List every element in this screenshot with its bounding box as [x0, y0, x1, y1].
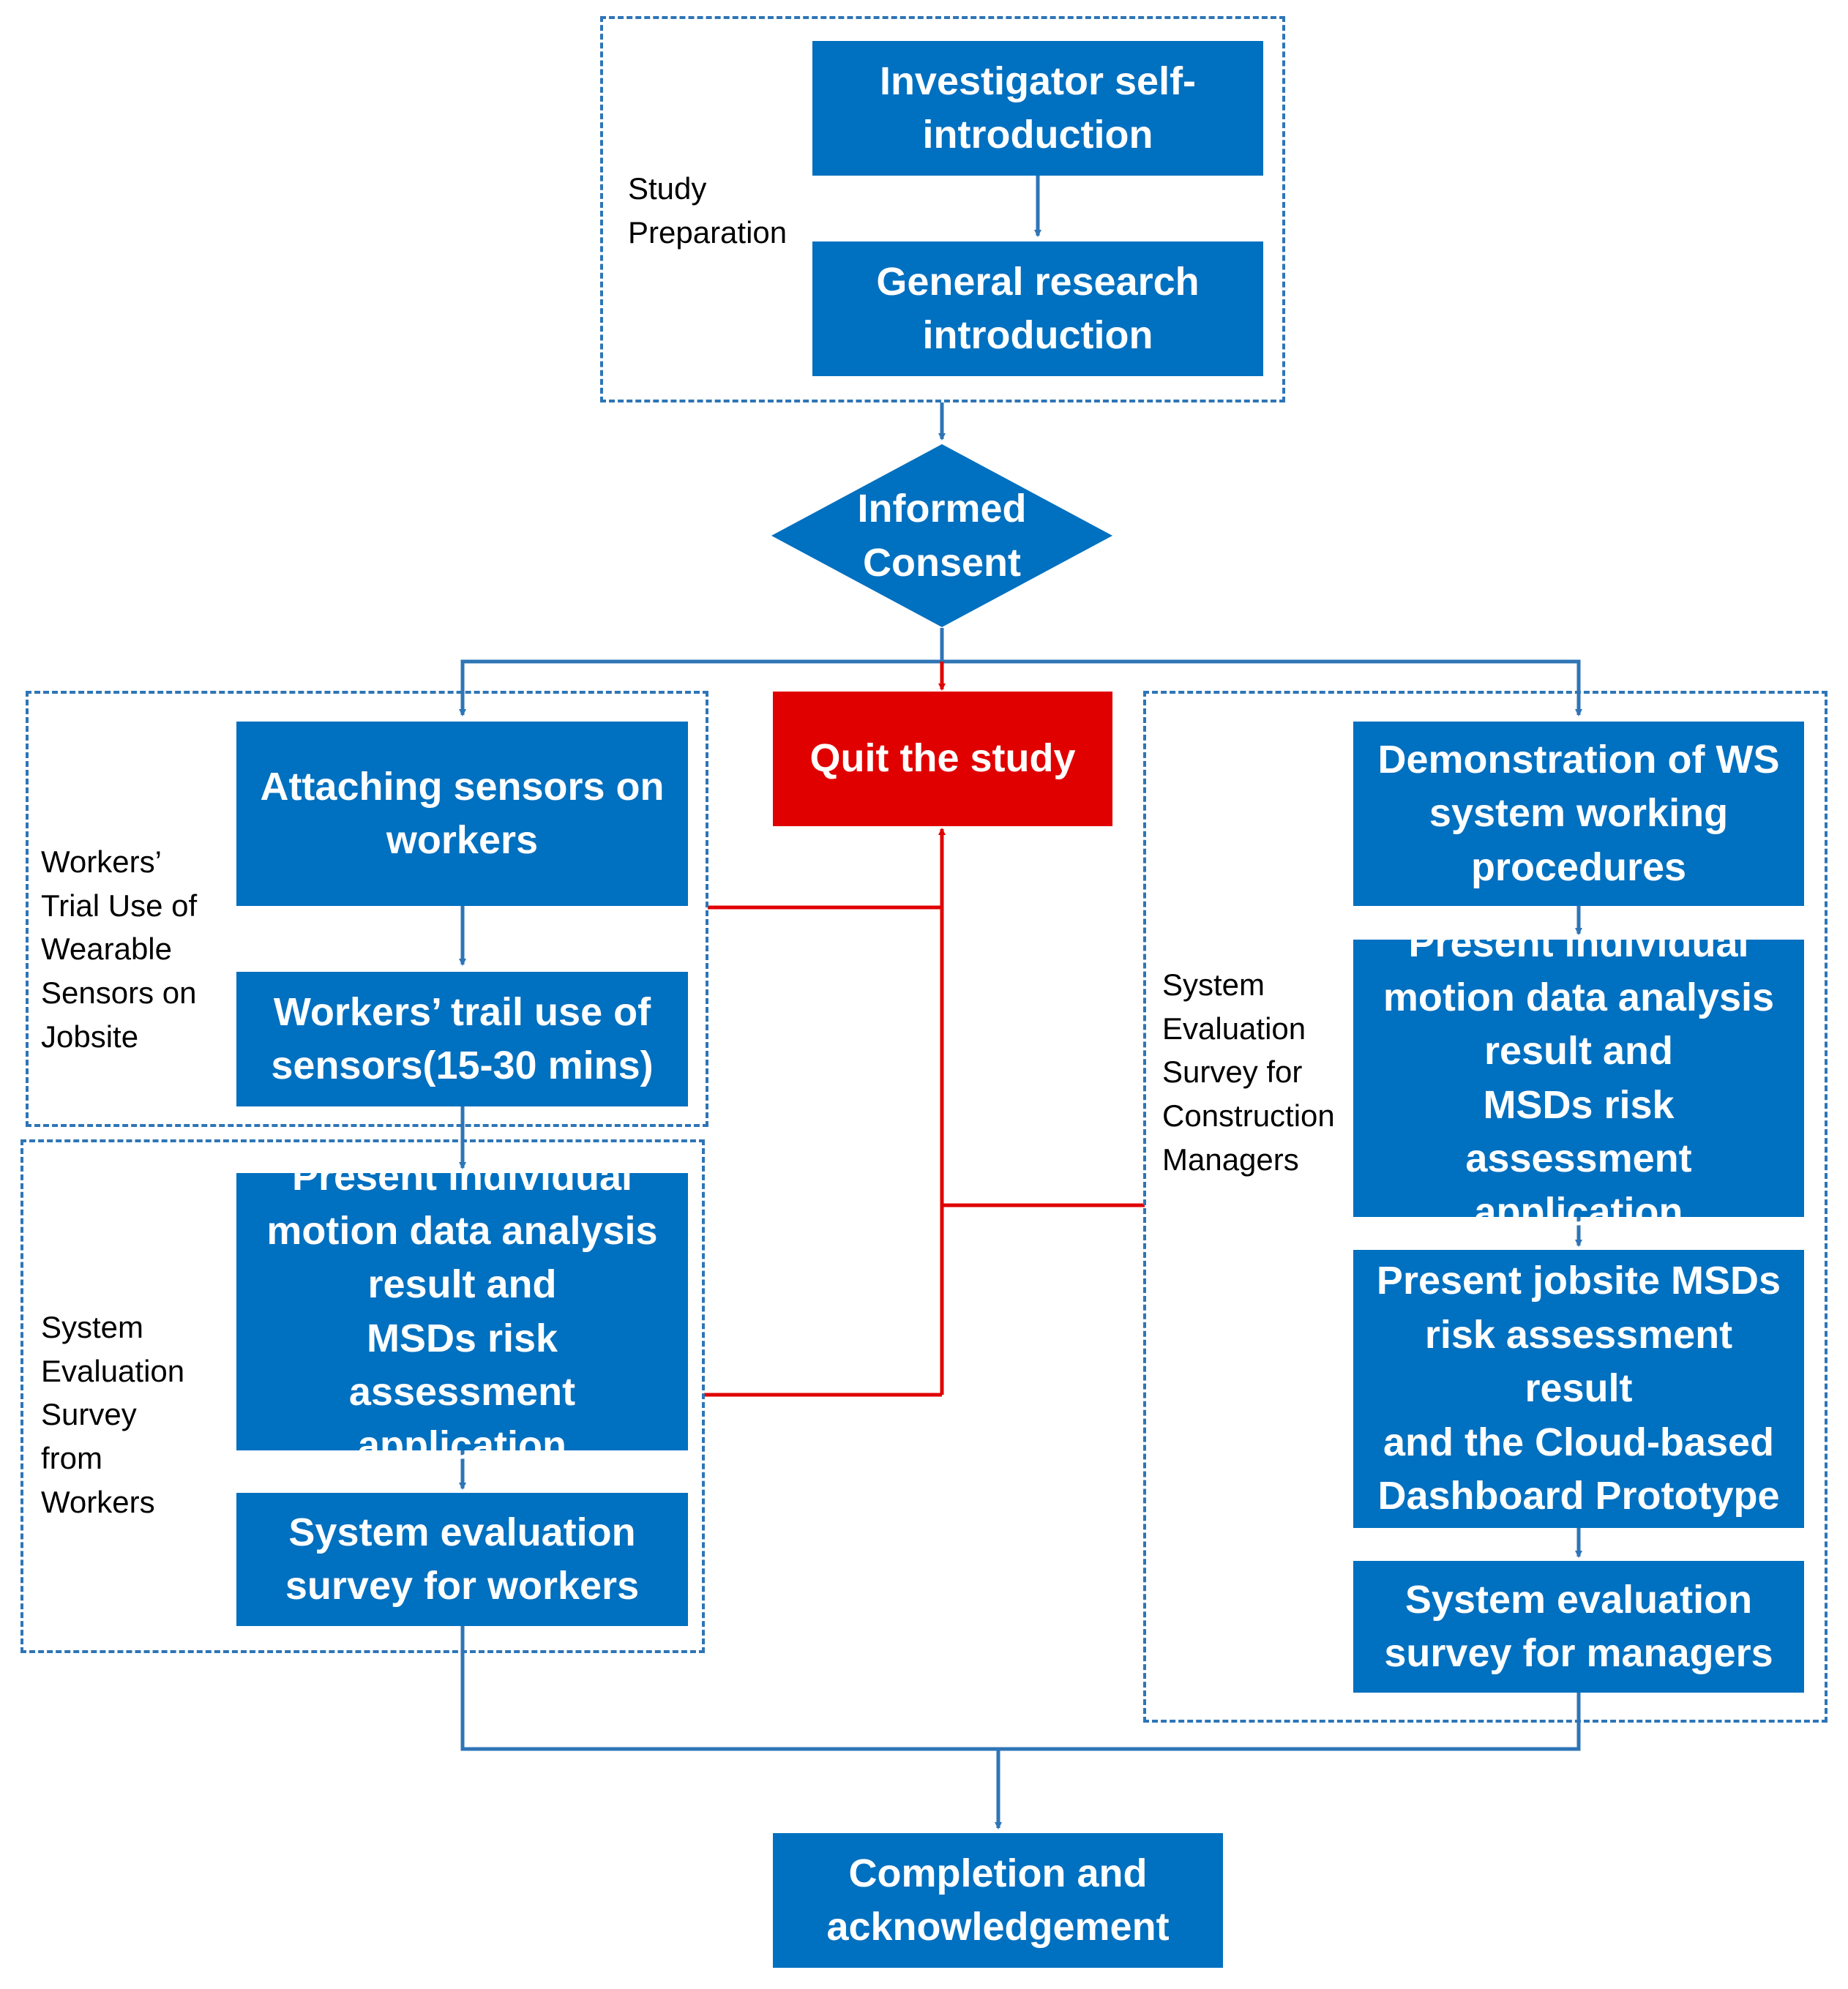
- survey-workers-text: System evaluation survey for workers: [285, 1510, 640, 1608]
- general-research-introduction-box: General research introduction: [812, 241, 1263, 376]
- present-analysis-managers-box: Present individual motion data analysis …: [1353, 921, 1804, 1234]
- group-study-preparation: [600, 16, 1285, 402]
- present-analysis-workers-text: Present individual motion data analysis …: [266, 1155, 658, 1468]
- present-jobsite-box: Present jobsite MSDs risk assessment res…: [1353, 1250, 1804, 1528]
- quit-the-study-text: Quit the study: [809, 736, 1076, 781]
- connector-consent-to-workers: [459, 628, 944, 716]
- label-survey-workers: System Evaluation Survey from Workers: [41, 1310, 185, 1519]
- present-analysis-workers-box: Present individual motion data analysis …: [236, 1155, 688, 1467]
- investigator-self-introduction-text: Investigator self- introduction: [879, 59, 1197, 157]
- investigator-self-introduction-box: Investigator self- introduction: [812, 41, 1263, 176]
- survey-workers-box: System evaluation survey for workers: [236, 1493, 688, 1626]
- general-research-introduction-text: General research introduction: [876, 259, 1200, 357]
- demonstration-ws-text: Demonstration of WS system working proce…: [1377, 737, 1780, 889]
- workers-trial-use-text: Workers’ trail use of sensors(15-30 mins…: [271, 989, 654, 1087]
- group-survey-managers: [1143, 691, 1828, 1723]
- present-jobsite-text: Present jobsite MSDs risk assessment res…: [1376, 1259, 1781, 1518]
- quit-the-study-box: Quit the study: [773, 692, 1112, 826]
- survey-managers-box: System evaluation survey for managers: [1353, 1561, 1804, 1693]
- attaching-sensors-text: Attaching sensors on workers: [260, 764, 665, 862]
- connector-consent-to-managers: [942, 659, 1582, 716]
- workers-trial-use-box: Workers’ trail use of sensors(15-30 mins…: [236, 972, 688, 1106]
- completion-box: Completion and acknowledgement: [773, 1833, 1223, 1968]
- survey-managers-text: System evaluation survey for managers: [1384, 1577, 1773, 1675]
- informed-consent-diamond: [771, 444, 1112, 627]
- attaching-sensors-box: Attaching sensors on workers: [236, 722, 688, 906]
- group-workers-trial: [26, 691, 708, 1127]
- label-workers-trial: Workers’ Trial Use of Wearable Sensors o…: [41, 844, 198, 1054]
- demonstration-ws-box: Demonstration of WS system working proce…: [1353, 722, 1804, 906]
- label-survey-managers: System Evaluation Survey for Constructio…: [1162, 967, 1335, 1177]
- completion-text: Completion and acknowledgement: [826, 1851, 1170, 1949]
- group-survey-workers: [20, 1139, 705, 1653]
- label-study-preparation: Study Preparation: [628, 171, 788, 250]
- present-analysis-managers-text: Present individual motion data analysis …: [1383, 921, 1775, 1235]
- informed-consent-text: Informed Consent: [857, 487, 1027, 585]
